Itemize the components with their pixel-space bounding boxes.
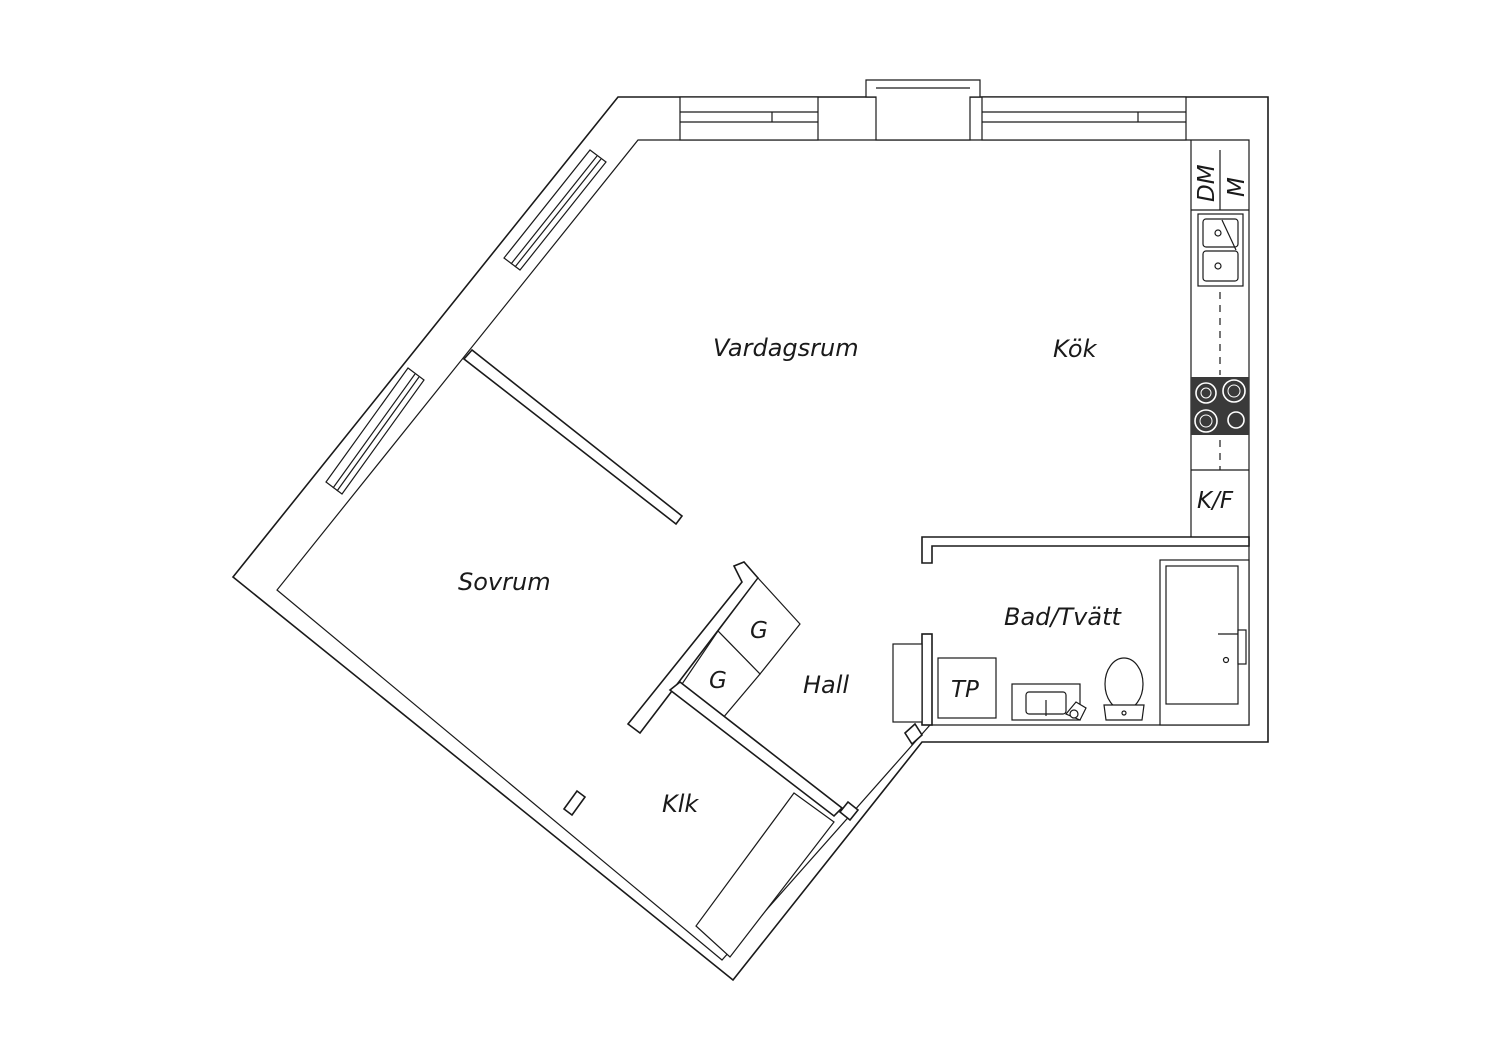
label-dm: DM	[1194, 164, 1220, 202]
hall-wall-stub	[838, 800, 860, 822]
label-m: M	[1224, 177, 1250, 197]
wardrobe-wall	[626, 561, 760, 735]
label-tp: TP	[951, 677, 979, 703]
bath-wall-stub	[921, 633, 933, 726]
label-kok: Kök	[1053, 335, 1098, 363]
window-diagonal-upper	[503, 149, 607, 271]
label-kf: K/F	[1197, 488, 1234, 514]
kitchen-counter	[1190, 140, 1249, 537]
closet-door-stub	[562, 789, 587, 817]
window-diagonal-lower	[325, 367, 425, 495]
label-vardagsrum: Vardagsrum	[713, 334, 859, 362]
label-g-lower: G	[709, 668, 727, 694]
label-hall: Hall	[803, 671, 849, 699]
toilet-icon	[1103, 657, 1145, 721]
label-sovrum: Sovrum	[458, 568, 551, 596]
kitchen-bath-wall	[921, 536, 1250, 564]
dryer-tp-icon	[937, 657, 997, 719]
bath-door-frame	[892, 643, 923, 723]
shower	[1159, 559, 1250, 726]
window-top-left	[679, 96, 819, 141]
window-top-right	[981, 96, 1187, 141]
outer-wall	[231, 96, 1269, 982]
closet-wall	[668, 680, 844, 818]
washbasin-icon	[1011, 683, 1087, 721]
partition-wall	[462, 348, 684, 526]
closet-shelf	[695, 792, 835, 958]
label-klk: Klk	[662, 790, 699, 818]
balcony-door	[865, 79, 981, 141]
label-g-upper: G	[750, 618, 768, 644]
label-bad-tvatt: Bad/Tvätt	[1004, 603, 1122, 631]
